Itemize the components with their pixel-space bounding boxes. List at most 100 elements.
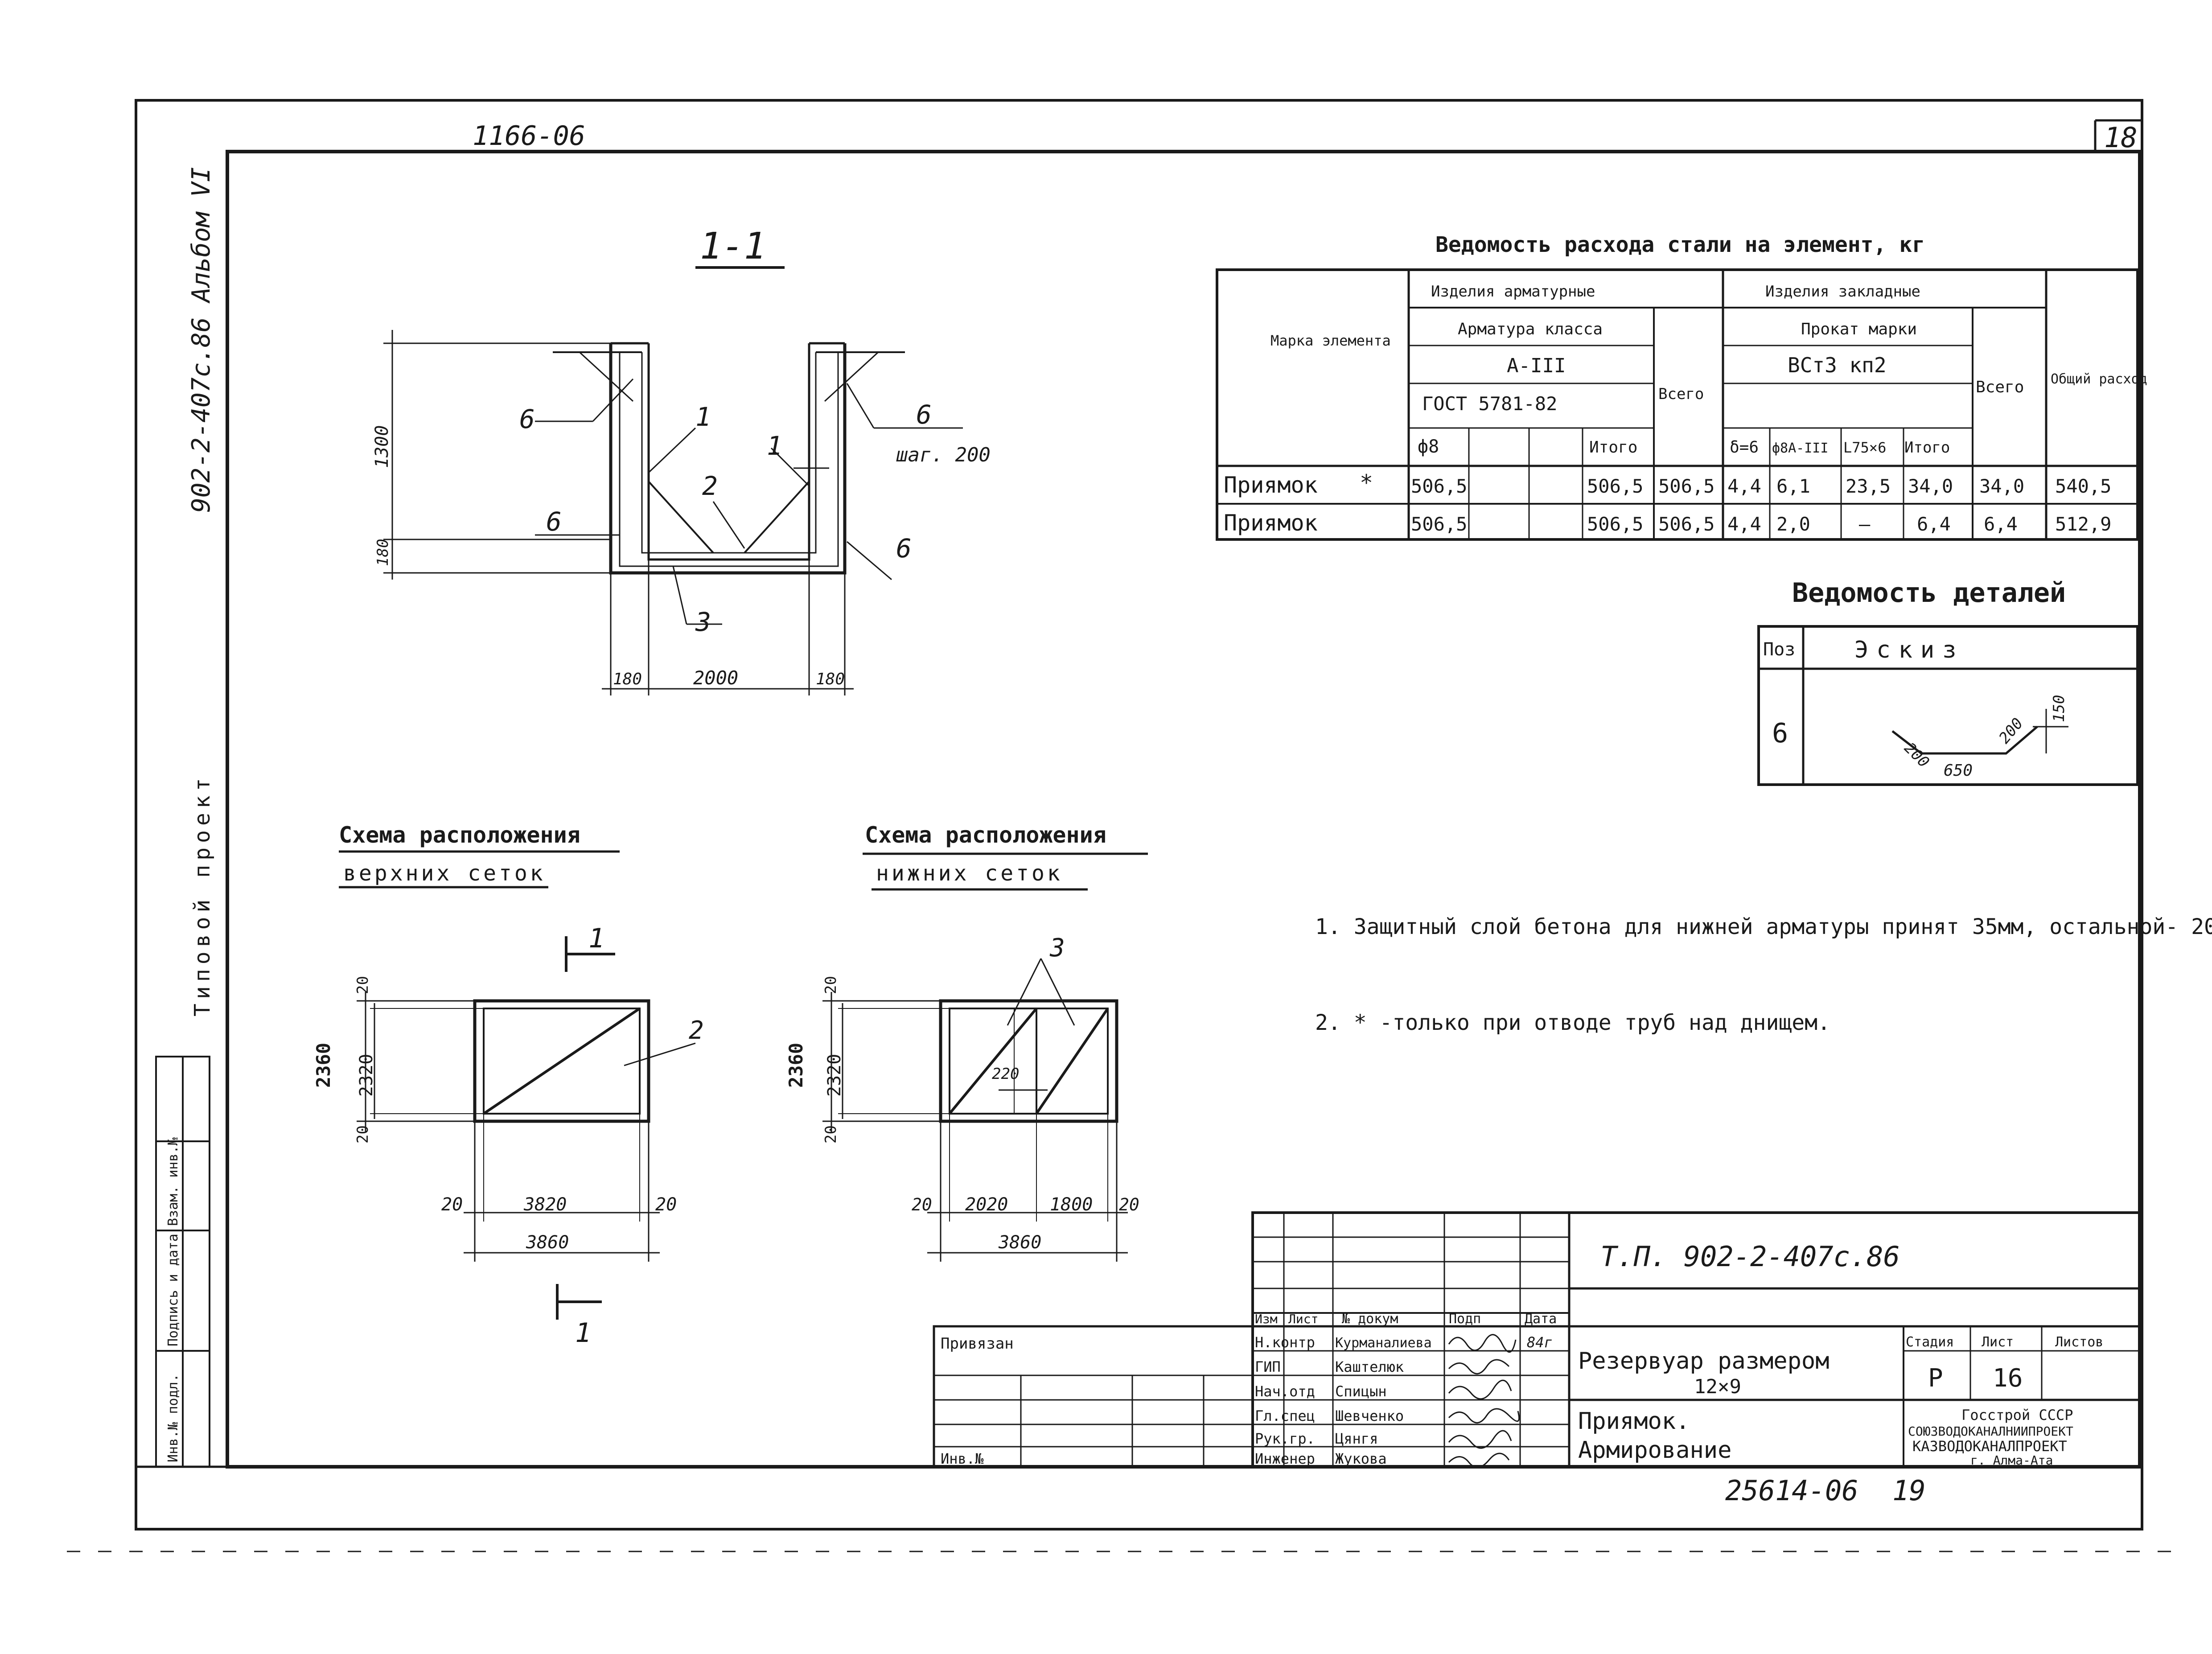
h-mark: Марка элемента [1270, 332, 1391, 349]
tb-col-sign: Подп [1449, 1311, 1481, 1327]
upper-dim-total-w: 3860 [526, 1232, 569, 1253]
label-1-left: 1 [695, 402, 711, 432]
lower-title-1: Схема расположения [865, 822, 1106, 848]
lower-dim-edge-top: 20 [822, 976, 840, 994]
row2-phi8: 506,5 [1411, 513, 1467, 535]
signatures [1448, 1334, 1520, 1468]
label-6-right-bottom: 6 [896, 533, 912, 564]
steel-table: Ведомость расхода стали на элемент, кг М… [1216, 232, 2147, 541]
lower-dim-overlap: 220 [992, 1065, 1019, 1083]
lower-dim-total-h: 2360 [785, 1043, 807, 1088]
tb-name-4: Цянгя [1335, 1430, 1378, 1447]
h-l75: L75×6 [1843, 439, 1886, 456]
upper-title-2: верхних сеток [343, 861, 546, 886]
side-stamp: Инв.№ подл. Подпись и дата Взам. инв.№ [155, 1056, 210, 1468]
cut-mark-top: 1 [588, 923, 604, 954]
tb-col-date: Дата [1525, 1311, 1557, 1327]
upper-dim-inner-w: 3820 [523, 1194, 567, 1215]
row1-d6: 4,4 [1727, 475, 1761, 497]
upper-mesh-scheme: Схема расположения верхних сеток 1 2 236… [312, 822, 704, 1349]
h-phi8: ф8 [1418, 436, 1439, 457]
h-itogo2: Итого [1904, 439, 1950, 457]
tb-col-doc: № докум [1342, 1311, 1398, 1327]
label-2: 2 [702, 471, 718, 501]
dim-width: 2000 [693, 667, 738, 689]
side-project: Типовой проект [190, 774, 215, 1016]
h-rolled: Прокат марки [1801, 320, 1917, 338]
dim-bottom: 180 [374, 539, 392, 566]
row1-vsego: 506,5 [1658, 475, 1715, 497]
row1-l75: 23,5 [1846, 475, 1891, 497]
h-itogo: Итого [1589, 438, 1637, 457]
tb-name-1: Каштелюк [1335, 1358, 1404, 1375]
tb-role-2: Нач.отд [1255, 1383, 1315, 1400]
dim-wall-right: 180 [816, 670, 845, 688]
row1-phi8: 506,5 [1411, 475, 1467, 497]
label-6-right-top: 6 [916, 399, 932, 430]
tb-sheet-label: Лист [1982, 1334, 2014, 1350]
tb-date-0: 84г [1527, 1334, 1553, 1351]
row2-d6: 4,4 [1727, 513, 1761, 535]
details-h-sketch: Эскиз [1854, 637, 1965, 663]
row1-name: Приямок [1224, 472, 1318, 498]
detail-dim-d: 650 [1944, 761, 1973, 780]
lower-title-2: нижних сеток [876, 861, 1063, 886]
label-1-right: 1 [767, 431, 782, 461]
tb-role-3: Гл.спец [1255, 1407, 1315, 1424]
archive-number: 1166-06 [473, 120, 585, 152]
tb-org-1: Госстрой СССР [1961, 1407, 2073, 1424]
stamp-inv-label: Инв.№ подл. [165, 1374, 181, 1462]
row2-vsego: 506,5 [1658, 513, 1715, 535]
tb-stage: Р [1928, 1364, 1943, 1393]
row1-vsego2: 34,0 [1979, 475, 2024, 497]
detail-dim-a: 200 [1901, 739, 1933, 771]
lower-dim-w2: 1800 [1050, 1194, 1093, 1215]
upper-dim-total-h: 2360 [312, 1043, 334, 1088]
row1-itogo2: 34,0 [1908, 475, 1953, 497]
label-6-left-bottom: 6 [546, 506, 562, 537]
tb-org-2: СОЮЗВОДОКАНАЛНИИПРОЕКТ [1908, 1424, 2073, 1439]
row2-vsego2: 6,4 [1984, 513, 2018, 535]
upper-dim-edge-left: 20 [441, 1194, 463, 1215]
tb-name-3: Шевченко [1335, 1407, 1404, 1424]
row1-phi8a: 6,1 [1776, 475, 1810, 497]
upper-dim-inner-h: 2320 [356, 1054, 377, 1097]
details-h-pos: Поз [1763, 639, 1795, 660]
tb-sheet-title-1: Приямок. [1578, 1408, 1690, 1435]
section-1-1: 1-1 1300 180 180 2000 180 6 [372, 225, 991, 695]
tb-org-4: г. Алма-Ата [1970, 1453, 2053, 1468]
title-block: Привязан Инв.№ Т.П. 902-2-407с.86 Изм Ли… [933, 1211, 2141, 1468]
h-vsego2: Всего [1976, 378, 2024, 396]
tb-col-list: Лист [1288, 1312, 1318, 1326]
stamp-replace-label: Взам. инв.№ [165, 1137, 181, 1226]
tb-role-5: Инженер [1255, 1450, 1315, 1467]
h-rebar-grade: А-III [1507, 354, 1566, 377]
tb-name-2: Спицын [1335, 1383, 1387, 1400]
label-6-left-top: 6 [519, 404, 535, 434]
tb-name-0: Курманалиева [1335, 1335, 1432, 1351]
row2-itogo2: 6,4 [1917, 513, 1951, 535]
tb-stage-label: Стадия [1906, 1334, 1954, 1350]
tb-object-2: 12×9 [1694, 1375, 1741, 1398]
tb-sheet: 16 [1993, 1364, 2023, 1393]
h-phi8a: ф8А-III [1772, 440, 1828, 456]
tb-role-0: Н.контр [1255, 1334, 1315, 1351]
outer-frame [135, 99, 2143, 1531]
tb-role-4: Рук.гр. [1255, 1430, 1315, 1447]
detail-dim-b: 200 [1995, 715, 2027, 747]
section-title: 1-1 [700, 225, 766, 267]
upper-label-2: 2 [689, 1016, 704, 1045]
sheet-number: 18 [2104, 121, 2138, 154]
tb-inv: Инв.№ [941, 1450, 984, 1467]
h-embed: Изделия закладные [1765, 283, 1920, 300]
upper-title-1: Схема расположения [339, 822, 580, 848]
h-rolled-grade: ВСт3 кп2 [1788, 353, 1887, 377]
tb-sheets-label: Листов [2055, 1334, 2103, 1350]
upper-dim-edge-top: 20 [354, 976, 372, 994]
details-pos: 6 [1772, 718, 1788, 749]
row2-total: 512,9 [2055, 513, 2111, 535]
bottom-page: 19 [1892, 1474, 1926, 1507]
label-3: 3 [695, 607, 711, 637]
lower-dim-edge-bottom: 20 [822, 1125, 840, 1144]
upper-dim-edge-bottom: 20 [354, 1125, 372, 1144]
